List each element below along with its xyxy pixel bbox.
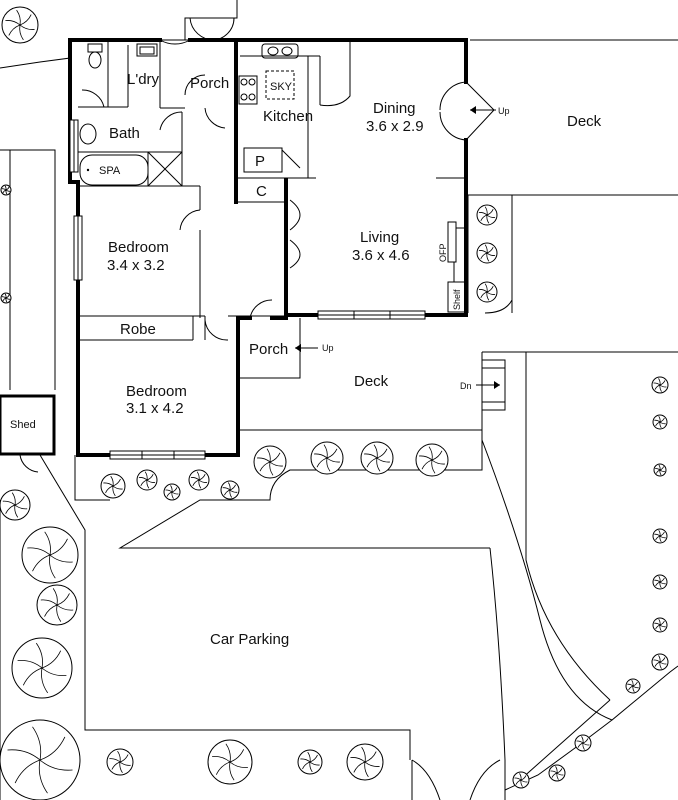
tree-icon bbox=[0, 489, 31, 521]
tree-icon bbox=[625, 678, 641, 694]
spa-label: SPA bbox=[99, 165, 121, 177]
kitchen-label: Kitchen bbox=[263, 108, 313, 125]
skylight-label: SKY bbox=[270, 81, 293, 93]
tree-icon bbox=[106, 748, 134, 776]
fixtures bbox=[79, 43, 299, 187]
stairs bbox=[295, 106, 506, 411]
tree-icon bbox=[653, 463, 667, 477]
tree-icon bbox=[253, 445, 287, 479]
pantry-label: P bbox=[255, 153, 265, 170]
bedroom1-size: 3.4 x 3.2 bbox=[107, 257, 165, 274]
shed-outline bbox=[0, 394, 56, 456]
tree-icon bbox=[36, 584, 78, 626]
deck-bottom-label: Deck bbox=[354, 373, 389, 390]
tree-icon bbox=[310, 441, 344, 475]
deck-right-label: Deck bbox=[567, 113, 602, 130]
living-size: 3.6 x 4.6 bbox=[352, 247, 410, 264]
tree-icon bbox=[0, 184, 12, 196]
bedroom1-label: Bedroom bbox=[108, 239, 169, 256]
tree-icon bbox=[346, 743, 384, 781]
tree-icon bbox=[476, 204, 498, 226]
living-label: Living bbox=[360, 229, 399, 246]
trees bbox=[0, 6, 669, 800]
tree-icon bbox=[476, 281, 498, 303]
cupboard-label: C bbox=[256, 183, 267, 200]
porch-top-label: Porch bbox=[190, 75, 229, 92]
tree-icon bbox=[220, 480, 240, 500]
shed-label: Shed bbox=[10, 419, 36, 431]
tree-icon bbox=[100, 473, 126, 499]
dn-deck-label: Dn bbox=[460, 381, 472, 391]
tree-icon bbox=[512, 771, 530, 789]
tree-icon bbox=[21, 526, 79, 584]
tree-icon bbox=[652, 574, 668, 590]
tree-icon bbox=[476, 242, 498, 264]
up-porch-label: Up bbox=[322, 343, 334, 353]
ofp-label: OFP bbox=[438, 243, 448, 262]
robe-label: Robe bbox=[120, 321, 156, 338]
bath-label: Bath bbox=[109, 125, 140, 142]
tree-icon bbox=[207, 739, 253, 785]
tree-icon bbox=[652, 528, 668, 544]
tree-icon bbox=[415, 443, 449, 477]
bedroom2-label: Bedroom bbox=[126, 383, 187, 400]
tree-icon bbox=[188, 469, 210, 491]
tree-icon bbox=[0, 292, 12, 304]
tree-icon bbox=[1, 6, 39, 44]
laundry-label: L'dry bbox=[127, 71, 160, 88]
bedroom2-size: 3.1 x 4.2 bbox=[126, 400, 184, 417]
tree-icon bbox=[652, 617, 668, 633]
shelf-label: Shelf bbox=[452, 289, 462, 310]
exterior-walls bbox=[68, 38, 468, 457]
tree-icon bbox=[136, 469, 158, 491]
dining-label: Dining bbox=[373, 100, 416, 117]
tree-icon bbox=[651, 376, 669, 394]
tree-icon bbox=[548, 764, 566, 782]
tree-icon bbox=[0, 719, 81, 800]
room-labels: L'dry Porch Kitchen SKY Dining 3.6 x 2.9… bbox=[10, 71, 602, 648]
doors bbox=[19, 17, 495, 800]
up-dining-label: Up bbox=[498, 106, 510, 116]
tree-icon bbox=[574, 734, 592, 752]
tree-icon bbox=[163, 483, 181, 501]
tree-icon bbox=[11, 637, 73, 699]
car-parking-label: Car Parking bbox=[210, 631, 289, 648]
tree-icon bbox=[360, 441, 394, 475]
tree-icon bbox=[651, 653, 669, 671]
windows bbox=[69, 119, 457, 460]
porch-side-label: Porch bbox=[249, 341, 288, 358]
dining-size: 3.6 x 2.9 bbox=[366, 118, 424, 135]
tree-icon bbox=[297, 749, 323, 775]
tree-icon bbox=[652, 414, 668, 430]
